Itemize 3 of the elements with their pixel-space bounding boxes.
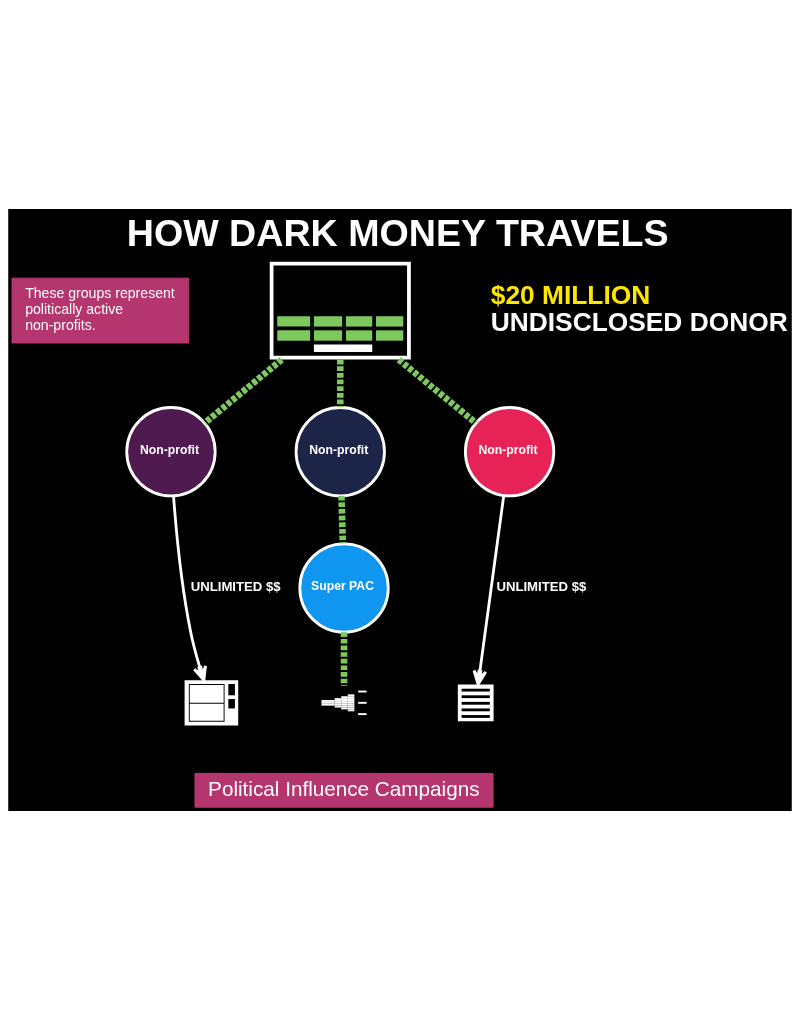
edge-label: UNLIMITED $$ (496, 578, 587, 594)
edge-label: UNLIMITED $$ (190, 578, 281, 594)
diagram-title: HOW DARK MONEY TRAVELS (126, 211, 669, 254)
